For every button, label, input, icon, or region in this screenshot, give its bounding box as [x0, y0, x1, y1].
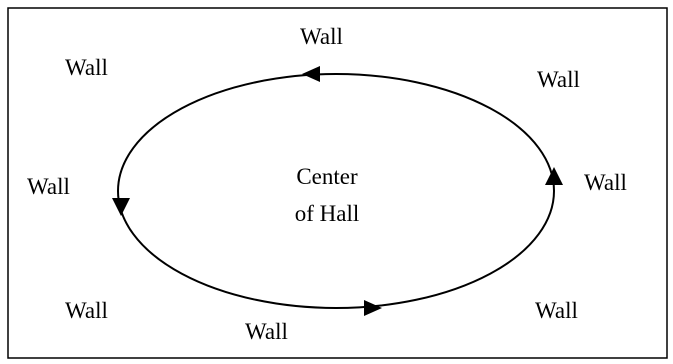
wall-label-bottom: Wall: [245, 319, 288, 344]
wall-label-right: Wall: [584, 170, 627, 195]
hall-boundary: [7, 7, 668, 359]
wall-label-top-left: Wall: [65, 55, 108, 80]
center-label-line1: Center: [296, 164, 358, 189]
wall-label-top-right: Wall: [537, 67, 580, 92]
arrow-top-left-icon: [302, 66, 320, 82]
arrow-bottom-right-icon: [364, 300, 382, 316]
wall-label-top: Wall: [300, 24, 343, 49]
center-label-line2: of Hall: [295, 201, 360, 226]
wall-label-bottom-left: Wall: [65, 298, 108, 323]
arrow-left-down-icon: [112, 198, 130, 216]
wall-label-left: Wall: [27, 174, 70, 199]
circulation-path: [117, 73, 555, 309]
wall-label-bottom-right: Wall: [535, 298, 578, 323]
arrow-right-up-icon: [545, 167, 563, 185]
